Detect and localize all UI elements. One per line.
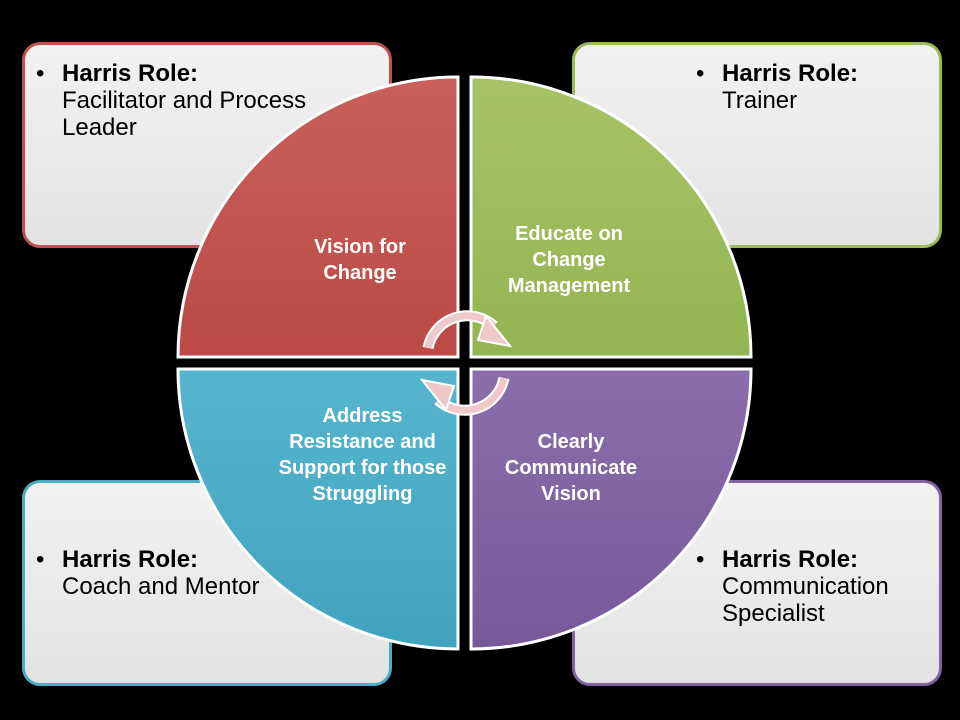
role-label: Harris Role: — [722, 60, 859, 87]
quadrant-bottom-left — [176, 367, 460, 651]
quadrant-label-address: Address Resistance and Support for those… — [278, 405, 447, 505]
bullet: • — [36, 546, 45, 573]
quadrant-top-left — [176, 75, 460, 359]
bullet: • — [696, 546, 705, 573]
quadrant-label-educate: Educate on Change Management — [507, 223, 631, 297]
quadrant-top-right — [469, 75, 753, 359]
role-label: Harris Role: — [722, 546, 859, 573]
role-description: Communication Specialist — [722, 573, 889, 627]
role-label: Harris Role: — [62, 60, 199, 87]
bullet: • — [36, 60, 45, 87]
quadrant-label-vision: Vision for Change — [314, 236, 406, 284]
bullet: • — [696, 60, 705, 87]
role-label: Harris Role: — [62, 546, 199, 573]
quadrant-bottom-right — [469, 367, 753, 651]
quadrant-label-communicate: Clearly Communicate Vision — [504, 431, 638, 505]
cycle-arrows-icon — [419, 310, 513, 416]
role-description: Coach and Mentor — [62, 573, 260, 600]
role-description: Trainer — [722, 87, 798, 114]
role-text-bottom-left: • Harris Role: Coach and Mentor — [36, 546, 382, 600]
role-text-top-right: • Harris Role: Trainer — [696, 60, 922, 114]
role-text-top-left: • Harris Role: Facilitator and Process L… — [36, 60, 382, 141]
role-description: Facilitator and Process Leader — [62, 87, 307, 141]
role-text-bottom-right: • Harris Role: Communication Specialist — [696, 546, 932, 627]
